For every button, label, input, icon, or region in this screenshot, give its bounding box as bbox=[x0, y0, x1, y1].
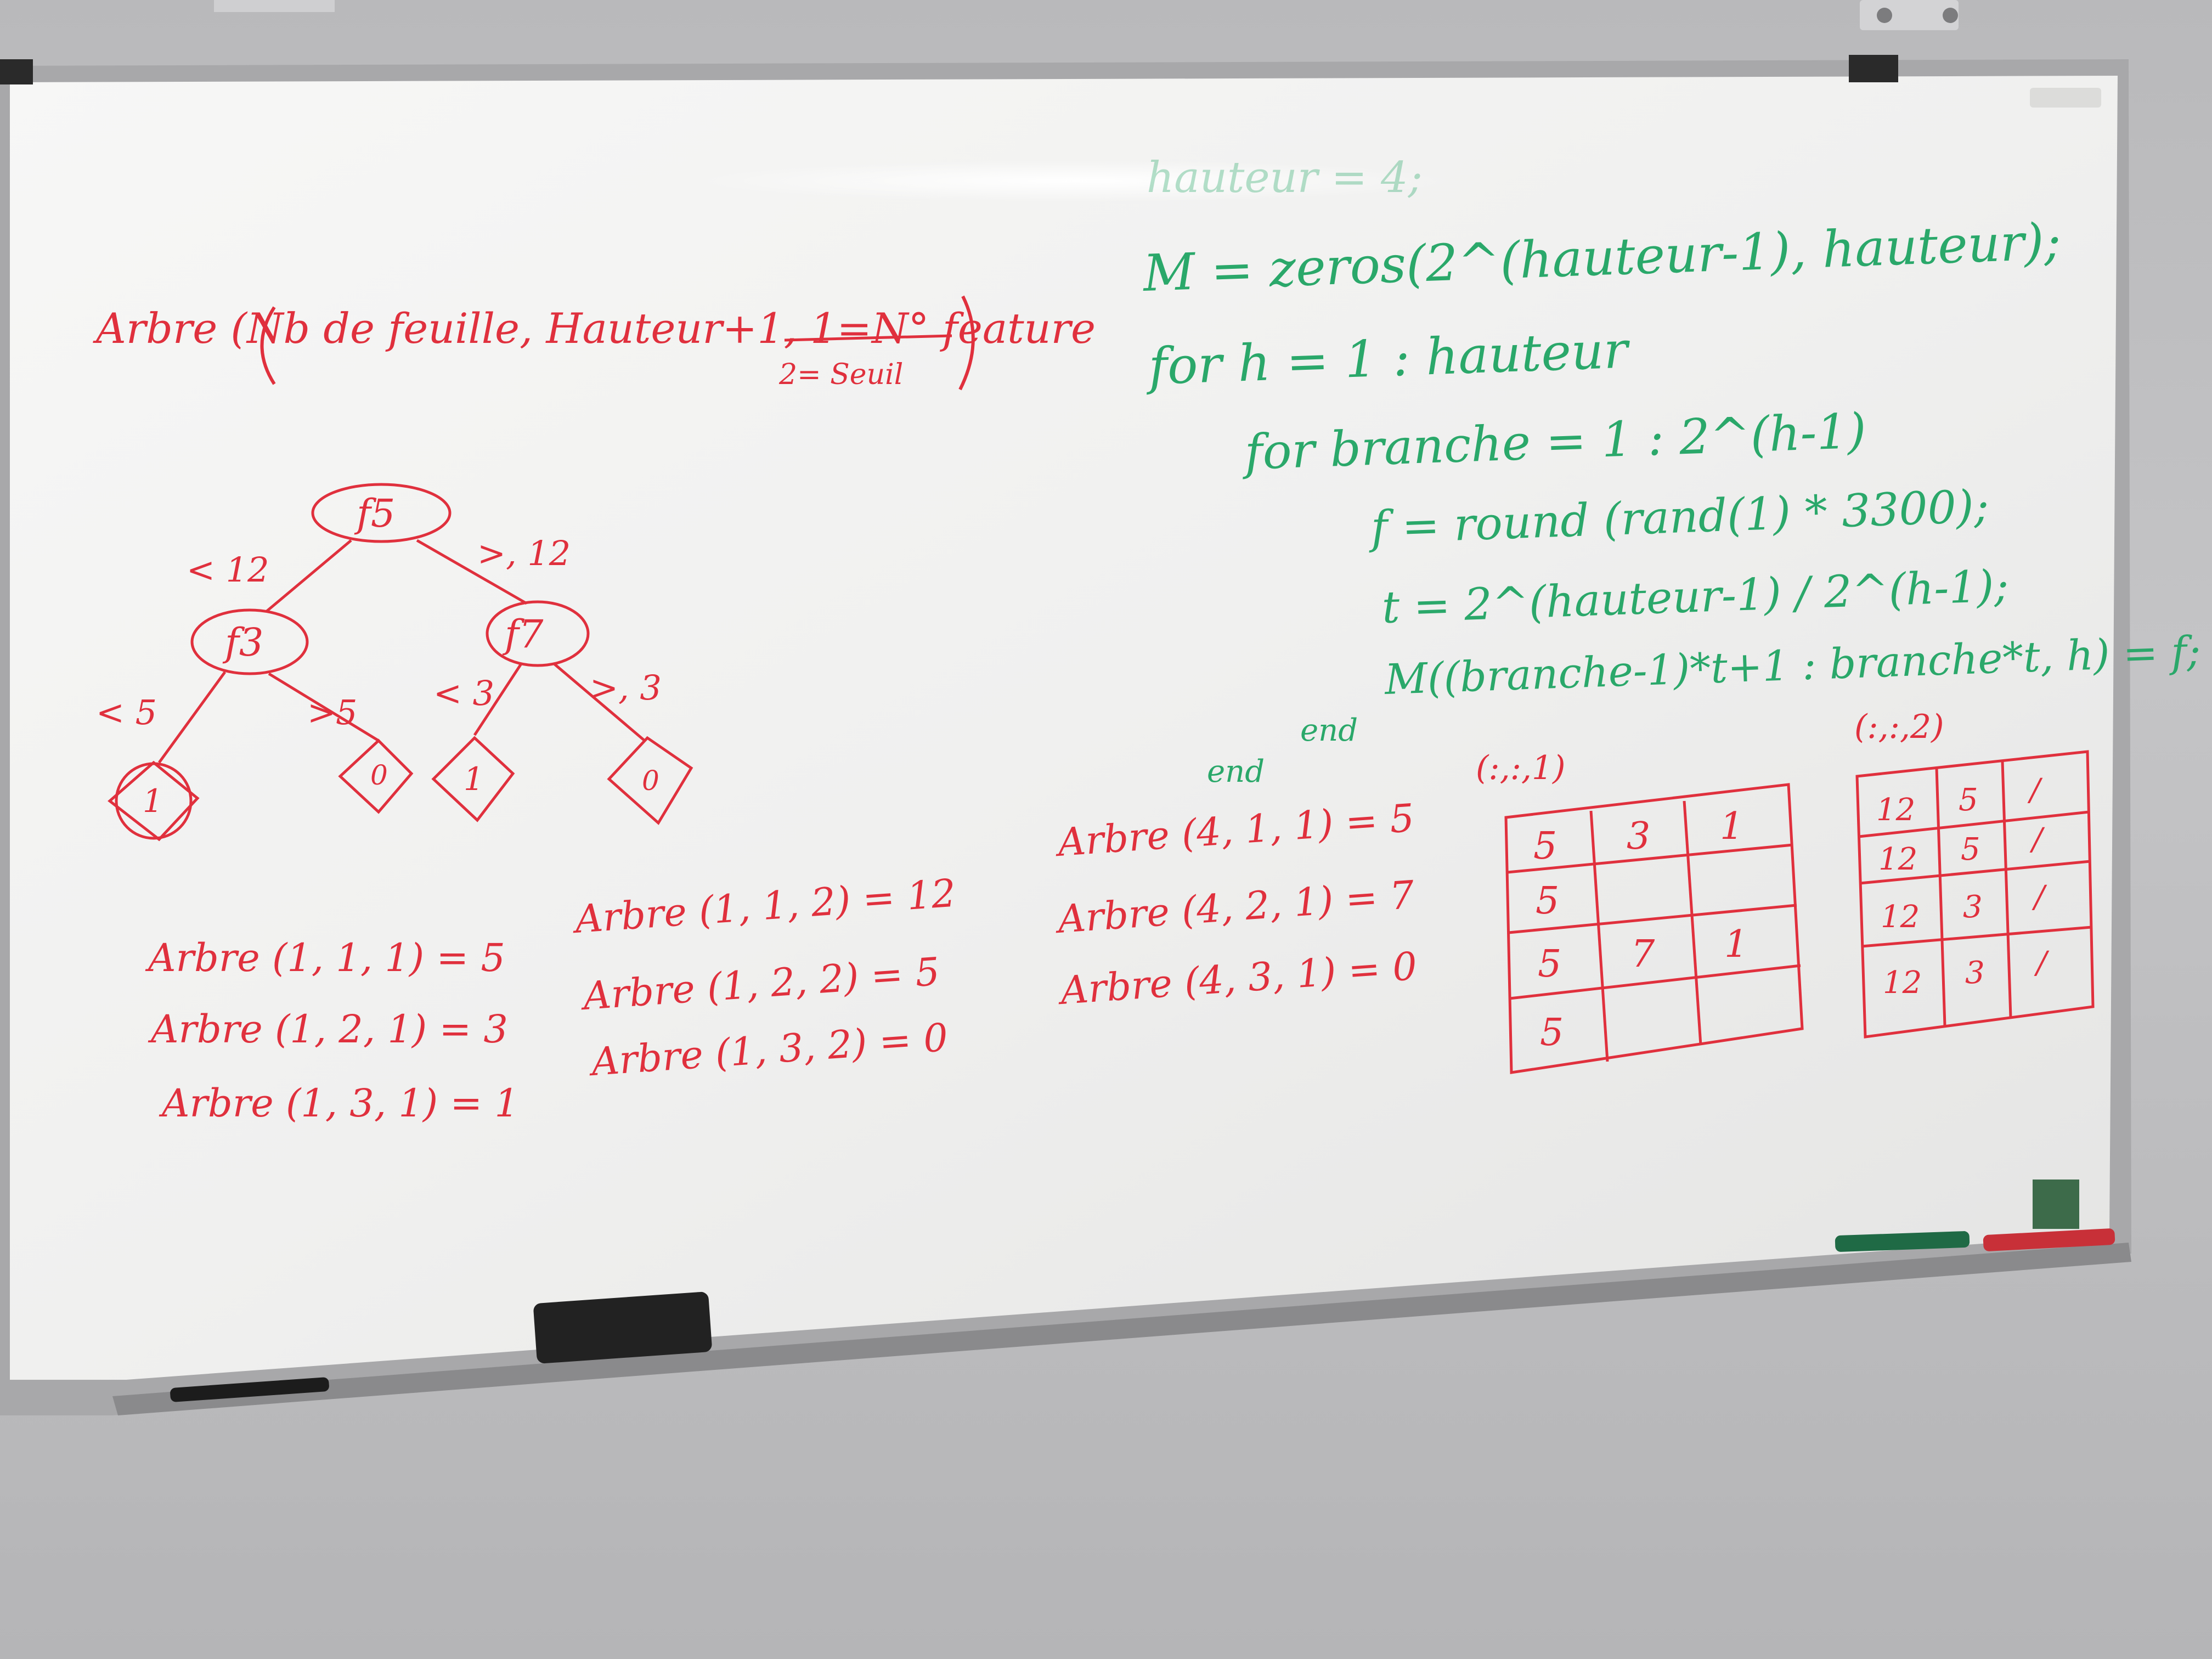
tree-left-node bbox=[190, 608, 309, 675]
tree-edge bbox=[473, 663, 523, 736]
tree-leaf bbox=[607, 736, 693, 825]
matrix-cell: 1 bbox=[1720, 805, 1743, 848]
title-text: Arbre (Nb de feuille, Hauteur+1, 1=N° fe… bbox=[93, 304, 1096, 353]
socket-hole-icon bbox=[1877, 8, 1892, 23]
matrix-cell: 5 bbox=[1959, 782, 1978, 818]
close-paren bbox=[958, 295, 975, 391]
logo-sticker bbox=[2033, 1180, 2079, 1229]
end-outer: end bbox=[1300, 713, 1358, 748]
tree-left-label: f3 bbox=[222, 620, 263, 665]
leaf-label: 1 bbox=[464, 760, 484, 798]
wall-socket-top-left bbox=[214, 0, 335, 12]
matrix-cell: 3 bbox=[1965, 955, 1985, 991]
edge-label: >, 3 bbox=[590, 668, 662, 708]
whiteboard-surface bbox=[10, 76, 2118, 1380]
matrix-cell: 5 bbox=[1961, 832, 1980, 867]
light-glare bbox=[691, 160, 1459, 202]
edge-label: >5 bbox=[307, 692, 357, 732]
matrix-cell: 1 bbox=[1724, 923, 1748, 966]
matrix1-cells: 5 3 1 5 5 7 1 5 bbox=[1533, 805, 1748, 1054]
matrix-cell: 3 bbox=[1963, 889, 1983, 925]
black-marker[interactable] bbox=[170, 1377, 329, 1402]
edge-label: >, 12 bbox=[477, 533, 571, 573]
leaf-label: 0 bbox=[370, 759, 388, 791]
tree-edge bbox=[416, 539, 528, 605]
example-line: Arbre (1, 3, 1) = 1 bbox=[159, 1081, 519, 1126]
matrix-cell: 12 bbox=[1876, 792, 1915, 828]
edge-label: < 12 bbox=[187, 550, 269, 590]
tree-edge bbox=[265, 539, 352, 613]
matrix-cell: 12 bbox=[1881, 899, 1920, 935]
decision-tree bbox=[108, 483, 693, 842]
tree-leaf-circle bbox=[115, 762, 193, 840]
matrix-cell: 12 bbox=[1883, 965, 1922, 1001]
edge-label: < 3 bbox=[433, 673, 494, 713]
tree-root-label: f5 bbox=[354, 491, 395, 536]
matrix1-grid bbox=[1504, 783, 1804, 1074]
open-paren bbox=[260, 306, 276, 385]
brand-sticker bbox=[2030, 88, 2101, 108]
end-inner: end bbox=[1207, 754, 1265, 789]
tree-leaf bbox=[338, 738, 414, 814]
tree-leaf bbox=[431, 736, 515, 822]
matrix1-label: (:,:,1) bbox=[1476, 749, 1566, 787]
tree-root-node bbox=[311, 483, 452, 543]
tree-edge bbox=[157, 671, 227, 764]
matrix-cell: 5 bbox=[1536, 879, 1559, 923]
green-marker[interactable] bbox=[1835, 1231, 1970, 1252]
leaf-label: 0 bbox=[642, 765, 659, 797]
matrix-cell: 5 bbox=[1533, 825, 1557, 868]
matrix-cell: 5 bbox=[1538, 943, 1561, 986]
tree-leaf bbox=[108, 760, 200, 842]
socket-hole-icon bbox=[1943, 8, 1958, 23]
tree-edge bbox=[268, 672, 380, 742]
tree-edge bbox=[553, 663, 646, 742]
matrix2-grid bbox=[1855, 750, 2095, 1039]
matrix-cell: 12 bbox=[1878, 842, 1917, 877]
marker-tray bbox=[112, 1243, 2131, 1415]
matrix2-label: (:,:,2) bbox=[1854, 708, 1944, 746]
frame-clip bbox=[1849, 55, 1898, 82]
matrix-cell: 7 bbox=[1631, 933, 1655, 976]
matrix-cell: 3 bbox=[1627, 815, 1650, 858]
eraser[interactable] bbox=[533, 1291, 713, 1364]
red-marker[interactable] bbox=[1983, 1228, 2115, 1252]
code-line: hauteur = 4; bbox=[1147, 153, 1423, 202]
red-notes: Arbre (Nb de feuille, Hauteur+1, 1=N° fe… bbox=[93, 304, 1096, 391]
edge-label: < 5 bbox=[96, 692, 157, 732]
leaf-label: 1 bbox=[143, 782, 163, 820]
frame-clip bbox=[0, 59, 33, 84]
title-fraction-bar bbox=[784, 334, 952, 342]
example-line: Arbre (1, 2, 1) = 3 bbox=[148, 1007, 508, 1052]
example-line: Arbre (1, 1, 1) = 5 bbox=[145, 935, 505, 980]
tree-right-node bbox=[486, 600, 590, 667]
tree-right-label: f7 bbox=[502, 612, 544, 657]
matrix-cell: 5 bbox=[1540, 1011, 1564, 1054]
title-option2: 2= Seuil bbox=[778, 358, 903, 391]
